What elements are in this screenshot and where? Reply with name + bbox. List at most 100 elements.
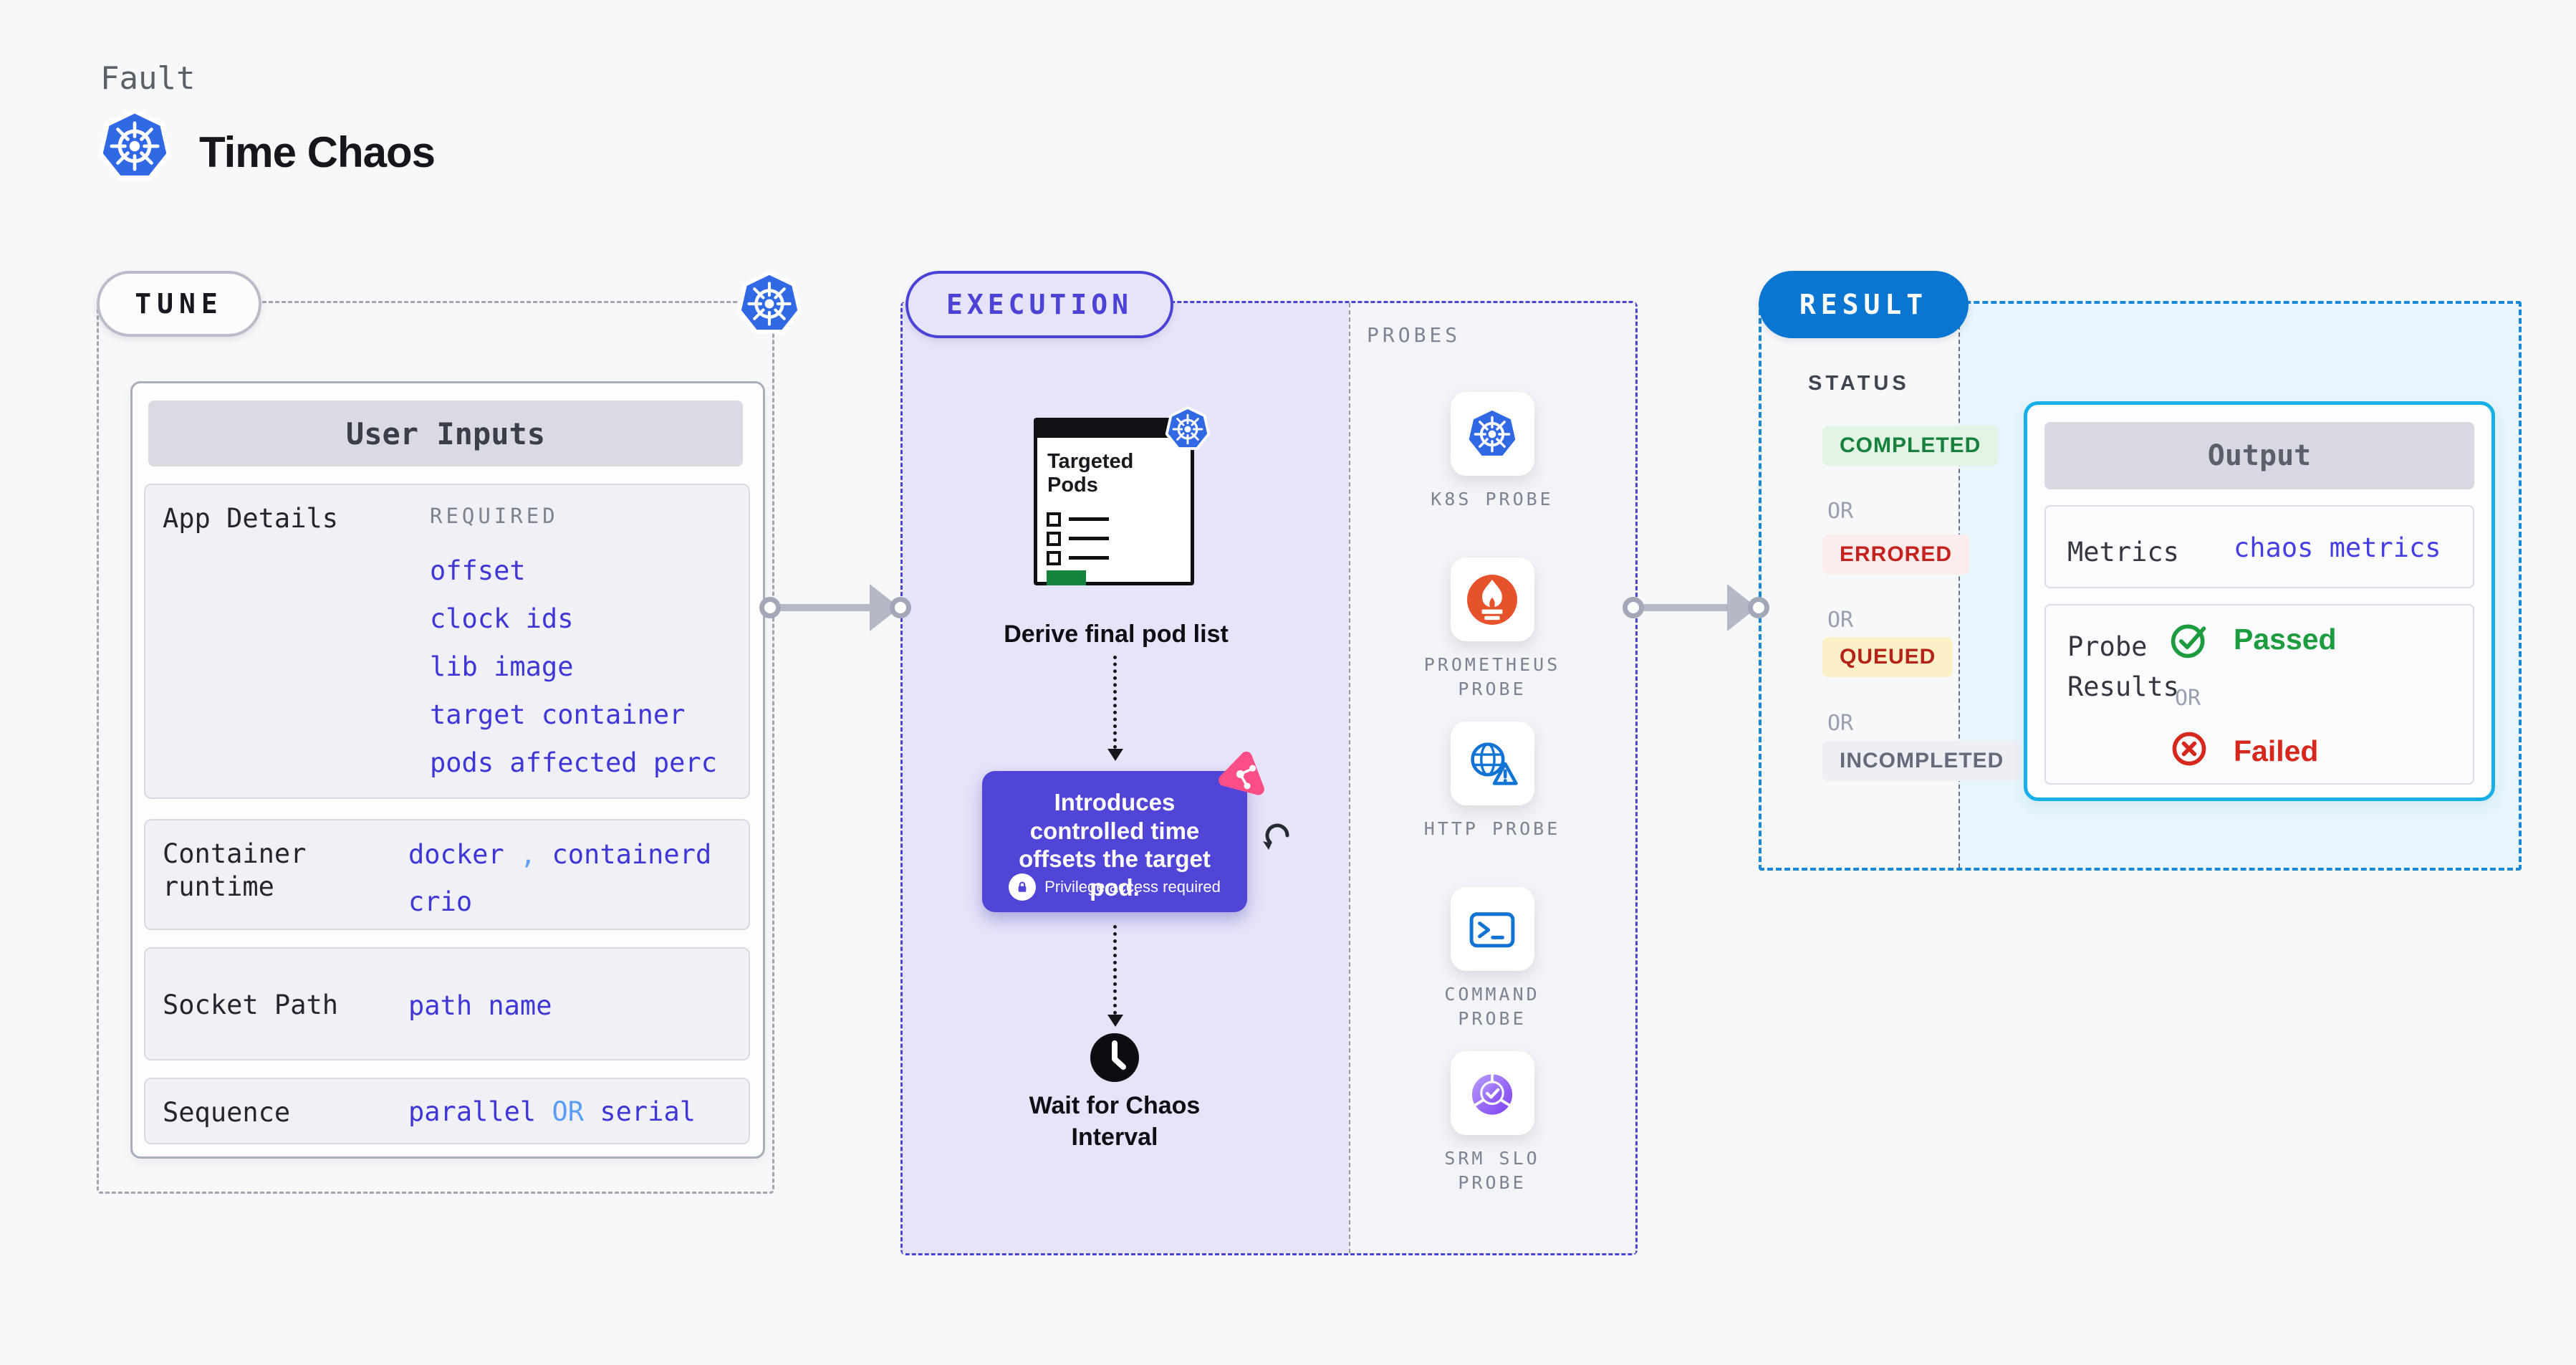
or-separator: OR: [2175, 686, 2201, 711]
sequence-label: Sequence: [163, 1097, 291, 1128]
list-line: [1069, 556, 1109, 560]
derive-pod-list-caption: Derive final pod list: [1004, 621, 1229, 648]
probe-label: HTTP PROBE: [1423, 818, 1561, 839]
pod-card-topbar: [1037, 421, 1191, 438]
prometheus-icon: [1465, 573, 1519, 627]
probe-card: [1450, 722, 1534, 805]
result-badge: RESULT: [1759, 271, 1969, 338]
status-badge-errored: ERRORED: [1822, 535, 1970, 575]
sequence-values: parallel OR serial: [408, 1096, 696, 1127]
page-title: Time Chaos: [199, 128, 436, 176]
probe-label: COMMAND PROBE: [1444, 984, 1540, 1029]
connector-ring: [1623, 597, 1644, 618]
probe-card: [1450, 1051, 1534, 1135]
fault-note-text: Introduces controlled time offsets the t…: [1019, 789, 1211, 901]
metrics-row: Metrics chaos metrics: [2044, 505, 2474, 588]
or-separator: OR: [1827, 711, 1854, 736]
flow-dotted-line: [1113, 656, 1117, 749]
fault-category-label: Fault: [100, 60, 196, 97]
or-separator: OR: [1827, 608, 1854, 633]
required-tag: REQUIRED: [430, 504, 559, 528]
value-separator: ,: [519, 839, 537, 870]
execution-section-box: Targeted Pods Derive final pod list Intr…: [900, 301, 1638, 1255]
list-line: [1069, 517, 1109, 521]
value-crio: crio: [408, 886, 473, 917]
value-clock-ids: clock ids: [430, 603, 574, 634]
down-arrowhead-icon: [1107, 749, 1123, 761]
result-section-box: STATUS COMPLETED OR ERRORED OR QUEUED OR…: [1759, 301, 2522, 871]
app-details-row: App Details REQUIRED offset clock ids li…: [144, 484, 750, 799]
targeted-pods-title: Targeted Pods: [1047, 450, 1134, 497]
flow-dotted-line: [1113, 925, 1117, 1015]
output-title: Output: [2044, 422, 2474, 489]
probe-card: [1450, 887, 1534, 971]
value-lib-image: lib image: [430, 651, 574, 682]
clock-icon: [1090, 1033, 1140, 1083]
slo-gauge-icon: [1465, 1066, 1519, 1121]
probe-item-command: COMMAND PROBE: [1349, 887, 1635, 1031]
value-offset: offset: [430, 555, 526, 586]
targeted-pods-card: Targeted Pods: [1034, 418, 1194, 585]
check-circle-icon: [2169, 620, 2209, 660]
checkbox-icon: [1047, 551, 1061, 565]
privilege-row: Privilege access required: [982, 873, 1247, 901]
metrics-value: chaos metrics: [2234, 532, 2441, 563]
container-runtime-row: Container runtime docker , containerd cr…: [144, 819, 750, 930]
value-pods-affected-perc: pods affected perc: [430, 747, 717, 778]
probe-item-http: HTTP PROBE: [1349, 722, 1635, 841]
kubernetes-icon: [1465, 407, 1519, 461]
chaos-faults-icon: [1218, 749, 1268, 799]
app-details-label: App Details: [163, 503, 339, 534]
tune-section-box: [97, 301, 774, 1194]
execution-badge: EXECUTION: [905, 271, 1173, 338]
probe-item-prometheus: PROMETHEUS PROBE: [1349, 557, 1635, 701]
container-runtime-label: Container runtime: [163, 838, 307, 903]
probe-label: PROMETHEUS PROBE: [1423, 654, 1561, 699]
value-or: OR: [552, 1096, 585, 1127]
terminal-icon: [1465, 902, 1519, 957]
flow-arrow: [1643, 604, 1729, 611]
metrics-label: Metrics: [2067, 537, 2179, 567]
kubernetes-icon: [1165, 406, 1211, 452]
http-globe-warning-icon: [1465, 737, 1519, 791]
user-inputs-title: User Inputs: [148, 401, 743, 466]
user-inputs-card: User Inputs App Details REQUIRED offset …: [130, 381, 765, 1159]
passed-text: Passed: [2234, 623, 2337, 656]
probe-item-k8s: K8S PROBE: [1349, 392, 1635, 512]
sequence-row: Sequence parallel OR serial: [144, 1078, 750, 1144]
probe-card: [1450, 557, 1534, 641]
value-path-name: path name: [408, 990, 552, 1021]
lock-icon: [1014, 879, 1030, 895]
kubernetes-icon: [736, 271, 802, 337]
kubernetes-icon: [97, 109, 172, 183]
probes-heading: PROBES: [1367, 323, 1461, 347]
failed-text: Failed: [2234, 734, 2319, 767]
checkbox-icon: [1047, 512, 1061, 527]
flow-arrow: [779, 604, 871, 611]
status-heading: STATUS: [1808, 372, 1910, 395]
connector-ring: [1748, 597, 1769, 618]
connector-ring: [759, 597, 781, 618]
x-circle-icon: [2169, 729, 2209, 769]
down-arrowhead-icon: [1107, 1015, 1123, 1027]
loop-arrow-icon: [1259, 818, 1295, 853]
probe-results-label: Probe Results: [2067, 631, 2179, 702]
probe-item-srm-slo: SRM SLO PROBE: [1349, 1051, 1635, 1195]
or-separator: OR: [1827, 499, 1854, 524]
probe-label: K8S PROBE: [1431, 489, 1554, 509]
probe-results-row: Probe Results Passed OR Failed: [2044, 604, 2474, 785]
probe-card: [1450, 392, 1534, 476]
probe-label: SRM SLO PROBE: [1444, 1148, 1540, 1193]
fault-note-card: Introduces controlled time offsets the t…: [982, 771, 1247, 912]
status-badge-queued: QUEUED: [1822, 637, 1953, 677]
socket-path-row: Socket Path path name: [144, 947, 750, 1060]
lock-badge: [1009, 873, 1037, 901]
value-parallel: parallel: [408, 1096, 537, 1127]
container-runtime-values-line1: docker , containerd: [408, 839, 711, 870]
value-containerd: containerd: [552, 839, 712, 870]
status-badge-incompleted: INCOMPLETED: [1822, 741, 2022, 781]
connector-ring: [890, 597, 911, 618]
socket-path-label: Socket Path: [163, 990, 339, 1020]
value-target-container: target container: [430, 699, 686, 730]
